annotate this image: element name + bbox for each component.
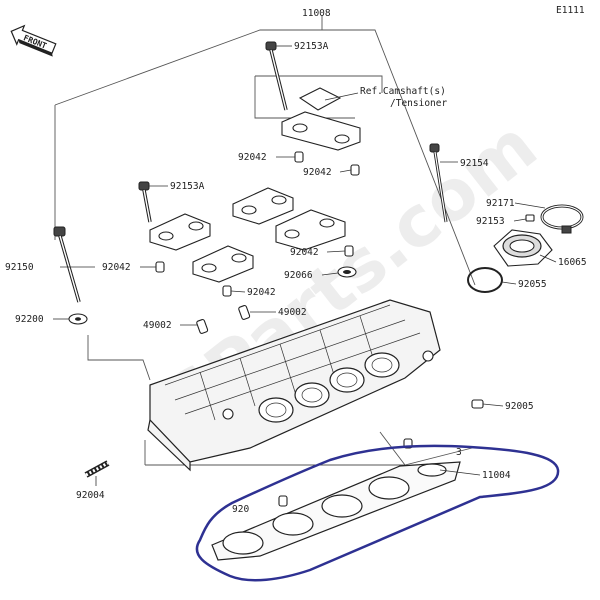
head-gasket-11004 bbox=[211, 461, 461, 561]
label-92055: 92055 bbox=[518, 279, 547, 290]
label-92005: 92005 bbox=[505, 401, 534, 412]
ref-note-line1: Ref.Camshaft(s) bbox=[360, 86, 446, 97]
bolt-92153a-left bbox=[138, 181, 152, 223]
part-labels: 11008 92153A Ref.Camshaft(s) /Tensioner … bbox=[5, 8, 587, 515]
washer-hole-icon bbox=[75, 317, 81, 321]
label-92150: 92150 bbox=[5, 262, 34, 273]
leader-lines bbox=[53, 45, 557, 486]
label-92153a-left: 92153A bbox=[170, 181, 205, 192]
label-92004: 92004 bbox=[76, 490, 105, 501]
label-92153: 92153 bbox=[476, 216, 505, 227]
label-11008: 11008 bbox=[302, 8, 331, 19]
label-92042-a: 92042 bbox=[238, 152, 267, 163]
diagram-code: E1111 bbox=[556, 5, 585, 16]
grommet-92066 bbox=[337, 266, 357, 278]
plug-92005 bbox=[471, 399, 484, 409]
cylinder-head bbox=[147, 299, 441, 472]
label-92171: 92171 bbox=[486, 198, 515, 209]
dowel-92042-a bbox=[294, 151, 304, 163]
label-11004: 11004 bbox=[482, 470, 511, 481]
dowel-92042-e bbox=[344, 245, 354, 257]
label-92042-e: 92042 bbox=[290, 247, 319, 258]
bolt-92150 bbox=[53, 226, 81, 303]
cam-cap-top bbox=[281, 87, 361, 151]
dowel-92042-b bbox=[350, 164, 360, 176]
dowel-92042-c bbox=[155, 261, 165, 273]
dowel-head-a bbox=[278, 495, 288, 507]
ref-note-line2: /Tensioner bbox=[390, 98, 447, 109]
screw-92153 bbox=[525, 214, 535, 222]
label-92042-c: 92042 bbox=[102, 262, 131, 273]
label-16065: 16065 bbox=[558, 257, 587, 268]
holder-16065 bbox=[493, 229, 553, 267]
label-92154: 92154 bbox=[460, 158, 489, 169]
label-92042-b: 92042 bbox=[303, 167, 332, 178]
pin-49002-b bbox=[238, 305, 251, 320]
pin-49002-a bbox=[196, 319, 209, 334]
label-partial-3: 3 bbox=[456, 447, 462, 458]
label-92066: 92066 bbox=[284, 270, 313, 281]
stud-92004 bbox=[84, 460, 110, 478]
label-92153a-top: 92153A bbox=[294, 41, 329, 52]
bolt-92154 bbox=[429, 143, 448, 223]
cam-cap-row bbox=[149, 187, 346, 283]
label-92042-d: 92042 bbox=[247, 287, 276, 298]
clamp-92171 bbox=[540, 204, 584, 234]
oring-92055 bbox=[467, 267, 503, 293]
label-49002-a: 49002 bbox=[143, 320, 172, 331]
bolt-92153a-top bbox=[265, 41, 288, 111]
label-92200: 92200 bbox=[15, 314, 44, 325]
dowel-92042-d bbox=[222, 285, 232, 297]
label-920-partial: 920 bbox=[232, 504, 249, 515]
label-49002-b: 49002 bbox=[278, 307, 307, 318]
front-arrow-icon: FRONT bbox=[10, 24, 57, 57]
gasket-highlight-outline bbox=[195, 444, 560, 582]
